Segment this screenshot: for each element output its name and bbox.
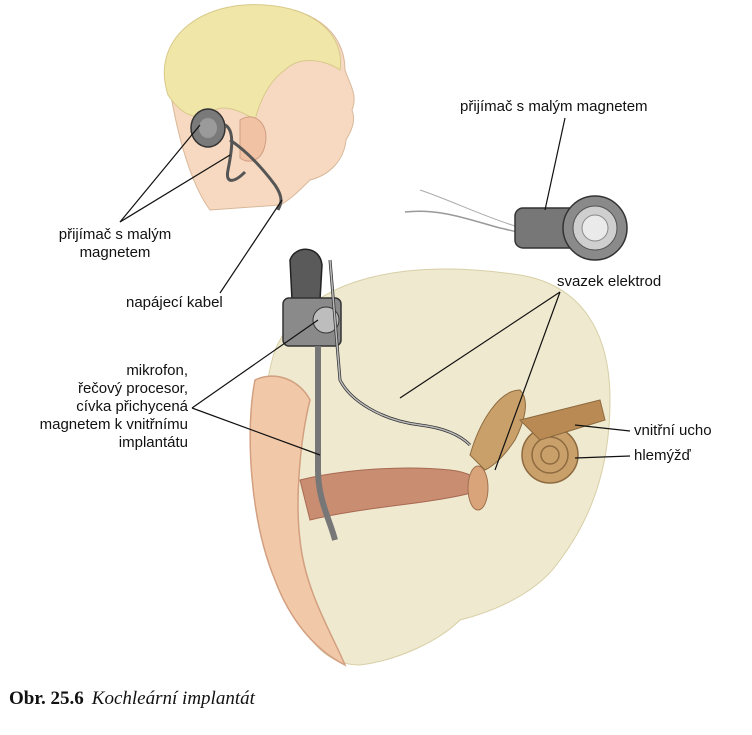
figure-caption: Obr. 25.6 Kochleární implantát: [9, 688, 255, 710]
label-receiver-left-line-1: přijímač s malým: [55, 226, 175, 244]
label-processor-line-1: mikrofon,: [6, 362, 188, 380]
label-receiver-left-line-2: magnetem: [55, 244, 175, 262]
label-receiver-top: přijímač s malým magnetem: [460, 98, 648, 116]
label-processor-line-5: implantátu: [6, 434, 188, 452]
label-power-cable: napájecí kabel: [126, 294, 223, 312]
label-receiver-left: přijímač s malým magnetem: [55, 226, 175, 262]
label-processor: mikrofon, řečový procesor, cívka přichyc…: [6, 362, 188, 452]
label-inner-ear: vnitřní ucho: [634, 422, 712, 440]
label-processor-line-2: řečový procesor,: [6, 380, 188, 398]
caption-title: Kochleární implantát: [92, 688, 255, 709]
label-cochlea: hlemýžď: [634, 447, 691, 465]
child-head: [164, 5, 354, 210]
label-electrode-bundle: svazek elektrod: [557, 273, 661, 291]
label-processor-line-3: cívka přichycená: [6, 398, 188, 416]
caption-number: Obr. 25.6: [9, 688, 84, 709]
receiver-device: [405, 190, 627, 260]
label-processor-line-4: magnetem k vnitřnímu: [6, 416, 188, 434]
